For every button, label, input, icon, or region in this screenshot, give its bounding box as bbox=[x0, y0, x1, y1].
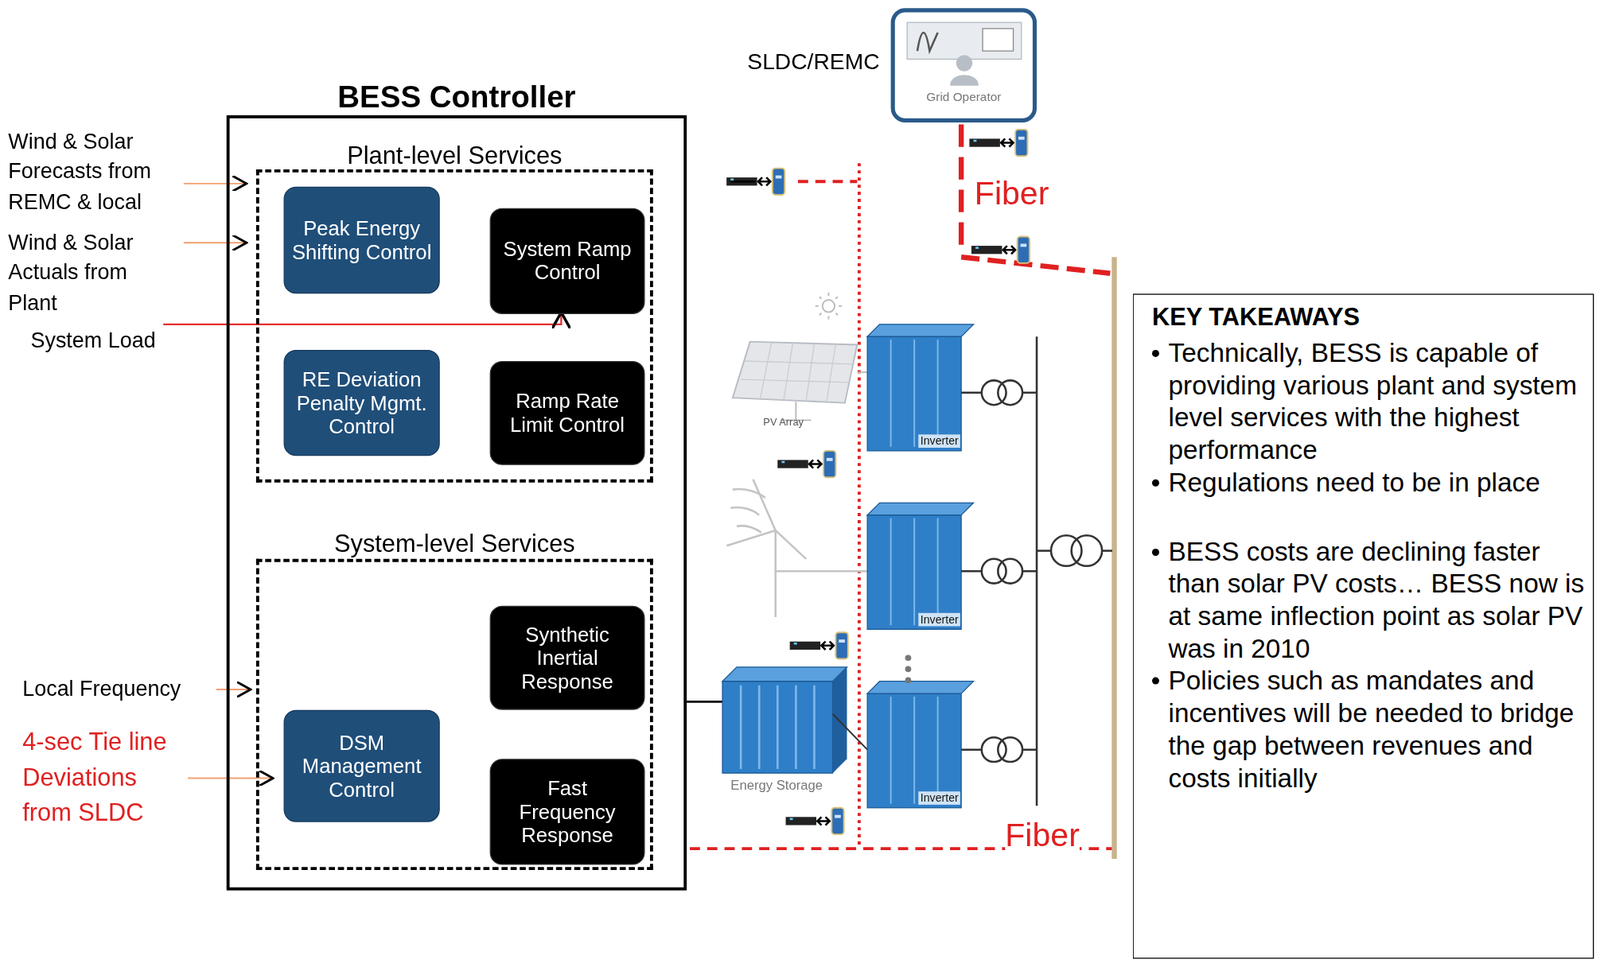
box-label: DSM Management Control bbox=[291, 731, 433, 802]
grid-operator-box: SLDC/REMCGrid Operator bbox=[891, 7, 1037, 123]
box-label: Peak Energy Shifting Control bbox=[291, 217, 433, 265]
fiber-label: Fiber bbox=[974, 173, 1050, 213]
operator-icon bbox=[903, 18, 1026, 90]
part-label: Inverter bbox=[918, 434, 961, 448]
heading: System-level Services bbox=[259, 529, 651, 559]
bullet-dot bbox=[1152, 350, 1160, 358]
input-label: 4-sec Tie line Deviations from SLDC bbox=[22, 724, 191, 832]
box-label: System Ramp Control bbox=[497, 237, 639, 285]
bullet-text: Regulations need to be in place bbox=[1152, 467, 1587, 500]
service-group: Plant-level ServicesPeak Energy Shifting… bbox=[256, 169, 654, 483]
service-box: Peak Energy Shifting Control bbox=[284, 186, 440, 295]
bullet-text: Technically, BESS is capable of providin… bbox=[1152, 338, 1587, 468]
bullet-text: BESS costs are declining faster than sol… bbox=[1152, 536, 1587, 666]
service-box: Ramp Rate Limit Control bbox=[490, 361, 646, 466]
service-box: Fast Frequency Response bbox=[490, 759, 646, 865]
heading: BESS Controller bbox=[229, 79, 685, 115]
bullet-dot bbox=[1152, 548, 1160, 556]
input-label: Wind & Solar Forecasts from REMC & local bbox=[7, 126, 177, 217]
heading: SLDC/REMC bbox=[747, 49, 880, 76]
bullet-text: Policies such as mandates and incentives… bbox=[1152, 665, 1587, 796]
service-box: DSM Management Control bbox=[284, 710, 440, 823]
bullet-dot bbox=[1152, 479, 1160, 487]
service-box: Synthetic Inertial Response bbox=[490, 606, 646, 711]
service-group: System-level ServicesSynthetic Inertial … bbox=[256, 559, 654, 871]
part-label: Inverter bbox=[918, 791, 961, 806]
service-box: RE Deviation Penalty Mgmt. Control bbox=[284, 350, 440, 456]
heading: Plant-level Services bbox=[259, 141, 651, 171]
service-box: System Ramp Control bbox=[490, 208, 646, 315]
input-label: Wind & Solar Actuals from Plant bbox=[7, 227, 177, 318]
box-label: Ramp Rate Limit Control bbox=[497, 389, 639, 437]
takeaways-box: KEY TAKEAWAYS Technically, BESS is capabl… bbox=[1132, 293, 1595, 959]
controller-box: BESS ControllerPlant-level ServicesPeak … bbox=[226, 115, 687, 892]
input-label: System Load bbox=[30, 325, 156, 356]
heading: KEY TAKEAWAYS bbox=[1152, 303, 1587, 332]
part-label: PV Array bbox=[763, 416, 804, 429]
box-label: Fast Frequency Response bbox=[497, 777, 639, 848]
part-label: Energy Storage bbox=[730, 777, 823, 794]
bullet-dot bbox=[1152, 677, 1160, 686]
box-label: Synthetic Inertial Response bbox=[497, 622, 639, 693]
part-label: Inverter bbox=[918, 613, 961, 627]
input-label: Local Frequency bbox=[22, 673, 181, 704]
box-label: RE Deviation Penalty Mgmt. Control bbox=[291, 367, 433, 438]
fiber-label: Fiber bbox=[1004, 816, 1080, 856]
box-label: Grid Operator bbox=[895, 89, 1033, 105]
